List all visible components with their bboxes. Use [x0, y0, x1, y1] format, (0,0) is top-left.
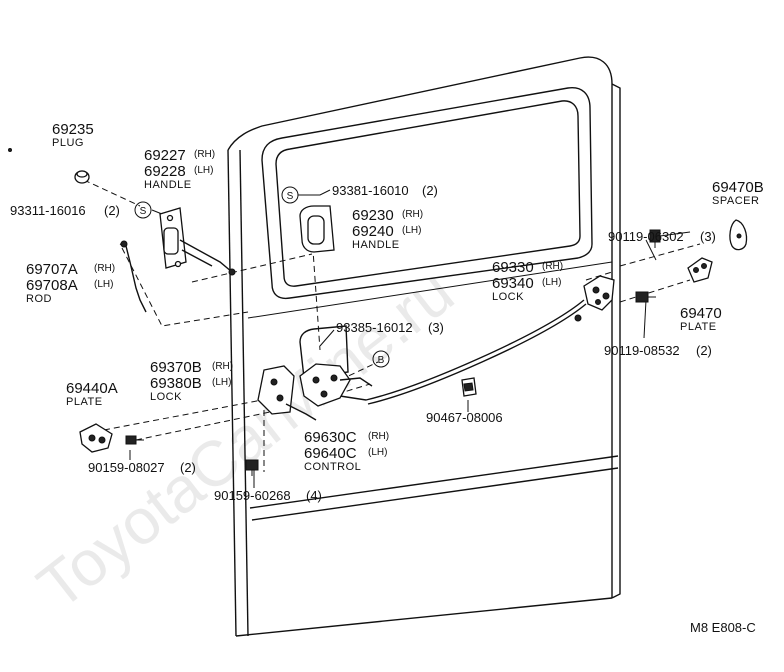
- part-number-69227: 69227: [144, 147, 186, 164]
- part-desc-control: CONTROL: [304, 461, 361, 473]
- door-inner-panel: [299, 325, 349, 379]
- part-desc-plate: PLATE: [66, 396, 103, 408]
- qty-93311: (2): [104, 203, 120, 218]
- part-number-69240: 69240: [352, 223, 394, 240]
- part-desc-plate: PLATE: [680, 321, 717, 333]
- part-number-90119-06302: 90119-06302: [608, 229, 684, 244]
- part-desc-handle: HANDLE: [352, 239, 400, 251]
- control-69630c[interactable]: [299, 363, 373, 407]
- rear-lock-69330[interactable]: [583, 275, 615, 311]
- lock-cable[interactable]: [339, 299, 587, 405]
- bolt-90119-06302[interactable]: [649, 229, 661, 248]
- part-number-69235: 69235: [52, 121, 94, 138]
- part-number-69470b: 69470B: [712, 179, 764, 196]
- inside-handle-69230[interactable]: [299, 205, 335, 253]
- part-desc-handle: HANDLE: [144, 179, 192, 191]
- side-lh: (LH): [542, 277, 561, 288]
- door-window: [261, 87, 593, 300]
- screw-90159-08027[interactable]: [125, 435, 144, 445]
- qty-90119-08532: (2): [696, 343, 712, 358]
- spacer-69470b[interactable]: [729, 219, 748, 251]
- side-rh: (RH): [212, 361, 233, 372]
- part-number-69640c: 69640C: [304, 445, 357, 462]
- part-number-90119-08532: 90119-08532: [604, 343, 680, 358]
- part-number-69707a: 69707A: [26, 261, 78, 278]
- part-number-90159-08027: 90159-08027: [88, 460, 165, 475]
- part-desc-lock: LOCK: [150, 391, 182, 403]
- leader-lines: [83, 179, 701, 472]
- part-number-69340: 69340: [492, 275, 534, 292]
- side-lh: (LH): [402, 225, 421, 236]
- part-number-93385-16012: 93385-16012: [336, 320, 413, 335]
- side-rh: (RH): [368, 431, 389, 442]
- part-desc-spacer: SPACER: [712, 195, 759, 207]
- diagram-code: M8 E808-C: [690, 620, 756, 635]
- svg-text:S: S: [140, 206, 147, 217]
- solid-leaders: [129, 189, 691, 488]
- svg-text:B: B: [378, 355, 385, 366]
- screw-90159-60268[interactable]: [245, 459, 259, 476]
- part-number-93381-16010: 93381-16010: [332, 183, 409, 198]
- svg-text:S: S: [287, 191, 294, 202]
- sliding-door-outline: [227, 56, 621, 637]
- part-number-69440a: 69440A: [66, 380, 118, 397]
- plate-69440a[interactable]: [79, 423, 113, 453]
- part-number-90159-60268: 90159-60268: [214, 488, 291, 503]
- side-lh: (LH): [368, 447, 387, 458]
- side-lh: (LH): [94, 279, 113, 290]
- part-desc-plug: PLUG: [52, 137, 84, 149]
- part-number-69708a: 69708A: [26, 277, 78, 294]
- qty-90159-08027: (2): [180, 460, 196, 475]
- side-rh: (RH): [94, 263, 115, 274]
- part-number-90467-08006: 90467-08006: [426, 410, 503, 425]
- outside-handle-69227[interactable]: [159, 207, 236, 276]
- part-desc-lock: LOCK: [492, 291, 524, 303]
- qty-90119-06302: (3): [700, 229, 716, 244]
- part-number-69228: 69228: [144, 163, 186, 180]
- callout-s-left: S: [134, 201, 152, 219]
- part-number-93311-16016: 93311-16016: [10, 203, 86, 218]
- side-lh: (LH): [194, 165, 213, 176]
- part-number-69470: 69470: [680, 305, 722, 322]
- part-number-69630c: 69630C: [304, 429, 357, 446]
- plate-69470[interactable]: [687, 257, 713, 283]
- clamp-90467-08006[interactable]: [461, 377, 477, 397]
- plug-69235[interactable]: [74, 170, 90, 184]
- side-rh: (RH): [194, 149, 215, 160]
- qty-90159-60268: (4): [306, 488, 322, 503]
- rod-69707a[interactable]: [119, 240, 147, 313]
- callout-s-right: S: [281, 186, 299, 204]
- part-number-69330: 69330: [492, 259, 534, 276]
- part-number-69380b: 69380B: [150, 375, 202, 392]
- stray-mark: [8, 148, 12, 152]
- side-lh: (LH): [212, 377, 231, 388]
- side-rh: (RH): [542, 261, 563, 272]
- callout-b: B: [372, 350, 390, 368]
- part-number-69230: 69230: [352, 207, 394, 224]
- front-lock-69370b[interactable]: [257, 365, 317, 421]
- qty-93381: (2): [422, 183, 438, 198]
- bolt-90119-08532[interactable]: [635, 291, 656, 303]
- part-number-69370b: 69370B: [150, 359, 202, 376]
- part-desc-rod: ROD: [26, 293, 52, 305]
- qty-93385: (3): [428, 320, 444, 335]
- side-rh: (RH): [402, 209, 423, 220]
